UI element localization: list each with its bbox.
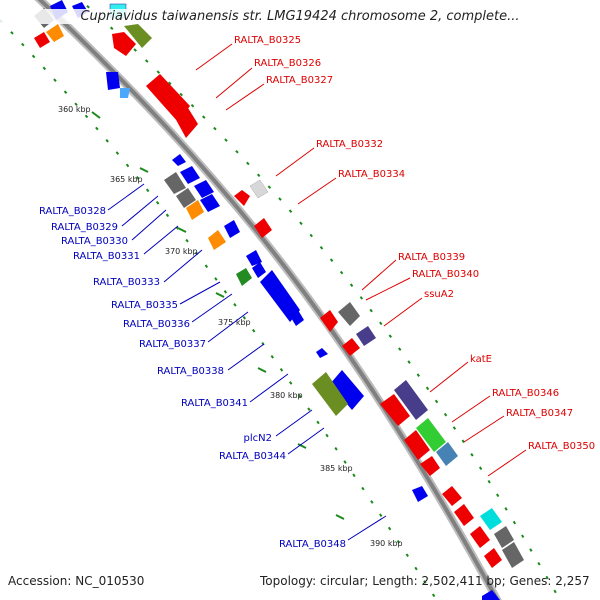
gene-arrow-red (484, 548, 502, 568)
gene-label: RALTA_B0330 (61, 236, 128, 247)
kbp-label: 360 kbp (58, 105, 91, 114)
gene-arrow-red (112, 32, 136, 56)
forward-label-connectors (195, 43, 527, 477)
gene-arrow-red (34, 32, 50, 48)
map-title: Cupriavidus taiwanensis str. LMG19424 ch… (0, 9, 600, 24)
forward-strand-genes (109, 3, 524, 600)
gene-arrow-blue (180, 166, 200, 184)
gene-label: RALTA_B0334 (338, 169, 405, 180)
forward-gene-labels: RALTA_B0325 RALTA_B0326 RALTA_B0327 RALT… (234, 35, 595, 452)
gene-arrow-red (234, 190, 250, 206)
gene-arrow-blue (412, 486, 428, 502)
gene-arrow-gray (338, 302, 360, 326)
gene-label: RALTA_B0327 (266, 75, 333, 86)
gene-arrow-blue (482, 590, 500, 600)
gene-label: plcN2 (244, 433, 272, 444)
gene-label: RALTA_B0329 (51, 222, 118, 233)
reverse-label-connectors (107, 183, 387, 541)
gene-arrow-red (404, 430, 430, 460)
gene-arrow-blue (224, 220, 240, 238)
gene-arrow-blue (246, 250, 262, 266)
gene-arrow-gray (164, 172, 186, 194)
gene-arrow-red (470, 526, 490, 548)
gene-arrow-blue (200, 194, 220, 212)
gene-arrow-gray (249, 179, 269, 199)
gene-label: RALTA_B0339 (398, 252, 465, 263)
gene-label: katE (470, 354, 492, 365)
gene-label: RALTA_B0338 (157, 366, 224, 377)
gene-arrow-red (454, 504, 474, 526)
gene-label: RALTA_B0332 (316, 139, 383, 150)
gene-arrow-light-blue (120, 88, 130, 98)
gene-label: RALTA_B0336 (123, 319, 190, 330)
reverse-gene-labels: RALTA_B0328 RALTA_B0329 RALTA_B0330 RALT… (39, 206, 346, 550)
gene-label: RALTA_B0350 (528, 441, 595, 452)
gene-arrow-gray (176, 188, 196, 208)
chromosome-backbone (34, 0, 502, 600)
gene-arrow-gray (502, 542, 524, 568)
kbp-ticks (91, 111, 345, 520)
gene-arrow-blue (106, 72, 120, 90)
gene-arrow-red (380, 394, 410, 426)
kbp-label: 390 kbp (370, 539, 403, 548)
gene-arrow-red (420, 456, 440, 476)
gene-label: RALTA_B0341 (181, 398, 248, 409)
gene-label: RALTA_B0346 (492, 388, 559, 399)
gene-arrow-red (146, 74, 190, 122)
gene-label: RALTA_B0328 (39, 206, 106, 217)
gene-label: RALTA_B0340 (412, 269, 479, 280)
gene-label: RALTA_B0325 (234, 35, 301, 46)
gene-arrow-blue (172, 154, 186, 166)
gene-arrow-blue (316, 348, 328, 358)
kbp-label: 380 kbp (270, 391, 303, 400)
gene-arrow-olive (124, 24, 152, 48)
gene-label: RALTA_B0333 (93, 277, 160, 288)
gene-arrow-blue-gray (436, 442, 458, 466)
gene-arrow-orange (208, 230, 226, 250)
gene-arrow-green (416, 418, 446, 452)
gene-label: RALTA_B0337 (139, 339, 206, 350)
gene-arrow-blue (260, 270, 300, 322)
gene-arrow-green (236, 268, 252, 286)
gene-arrow-blue (290, 310, 304, 326)
gene-label: RALTA_B0348 (279, 539, 346, 550)
gene-label: RALTA_B0326 (254, 58, 321, 69)
gene-label: RALTA_B0344 (219, 451, 286, 462)
gene-arrow-orange (46, 24, 64, 42)
gene-arrow-blue (330, 370, 364, 410)
kbp-label: 365 kbp (110, 175, 143, 184)
gene-arrow-cyan (480, 508, 502, 530)
gene-arrow-red (320, 310, 338, 332)
gene-arrow-red (442, 486, 462, 506)
chromosome-backbone-core (37, 0, 500, 600)
topology-info: Topology: circular; Length: 2,502,411 bp… (260, 574, 590, 588)
gene-arrow-blue (252, 262, 266, 278)
gene-arrow-orange (186, 200, 204, 220)
gene-label: RALTA_B0347 (506, 408, 573, 419)
gene-arrow-gray (494, 526, 514, 548)
kbp-label: 385 kbp (320, 464, 353, 473)
gene-arrow-red (174, 108, 198, 138)
gene-arrow-red (342, 338, 360, 356)
gene-label: RALTA_B0331 (73, 251, 140, 262)
gene-arrow-olive (312, 372, 348, 416)
gene-arrow-slate (394, 380, 428, 420)
gene-arrow-blue (194, 180, 214, 198)
gene-label: RALTA_B0335 (111, 300, 178, 311)
accession-info: Accession: NC_010530 (8, 574, 145, 588)
gene-label: ssuA2 (424, 289, 454, 300)
gene-arrow-slate (356, 326, 376, 346)
kbp-label: 370 kbp (165, 247, 198, 256)
gene-arrow-red (254, 218, 272, 238)
